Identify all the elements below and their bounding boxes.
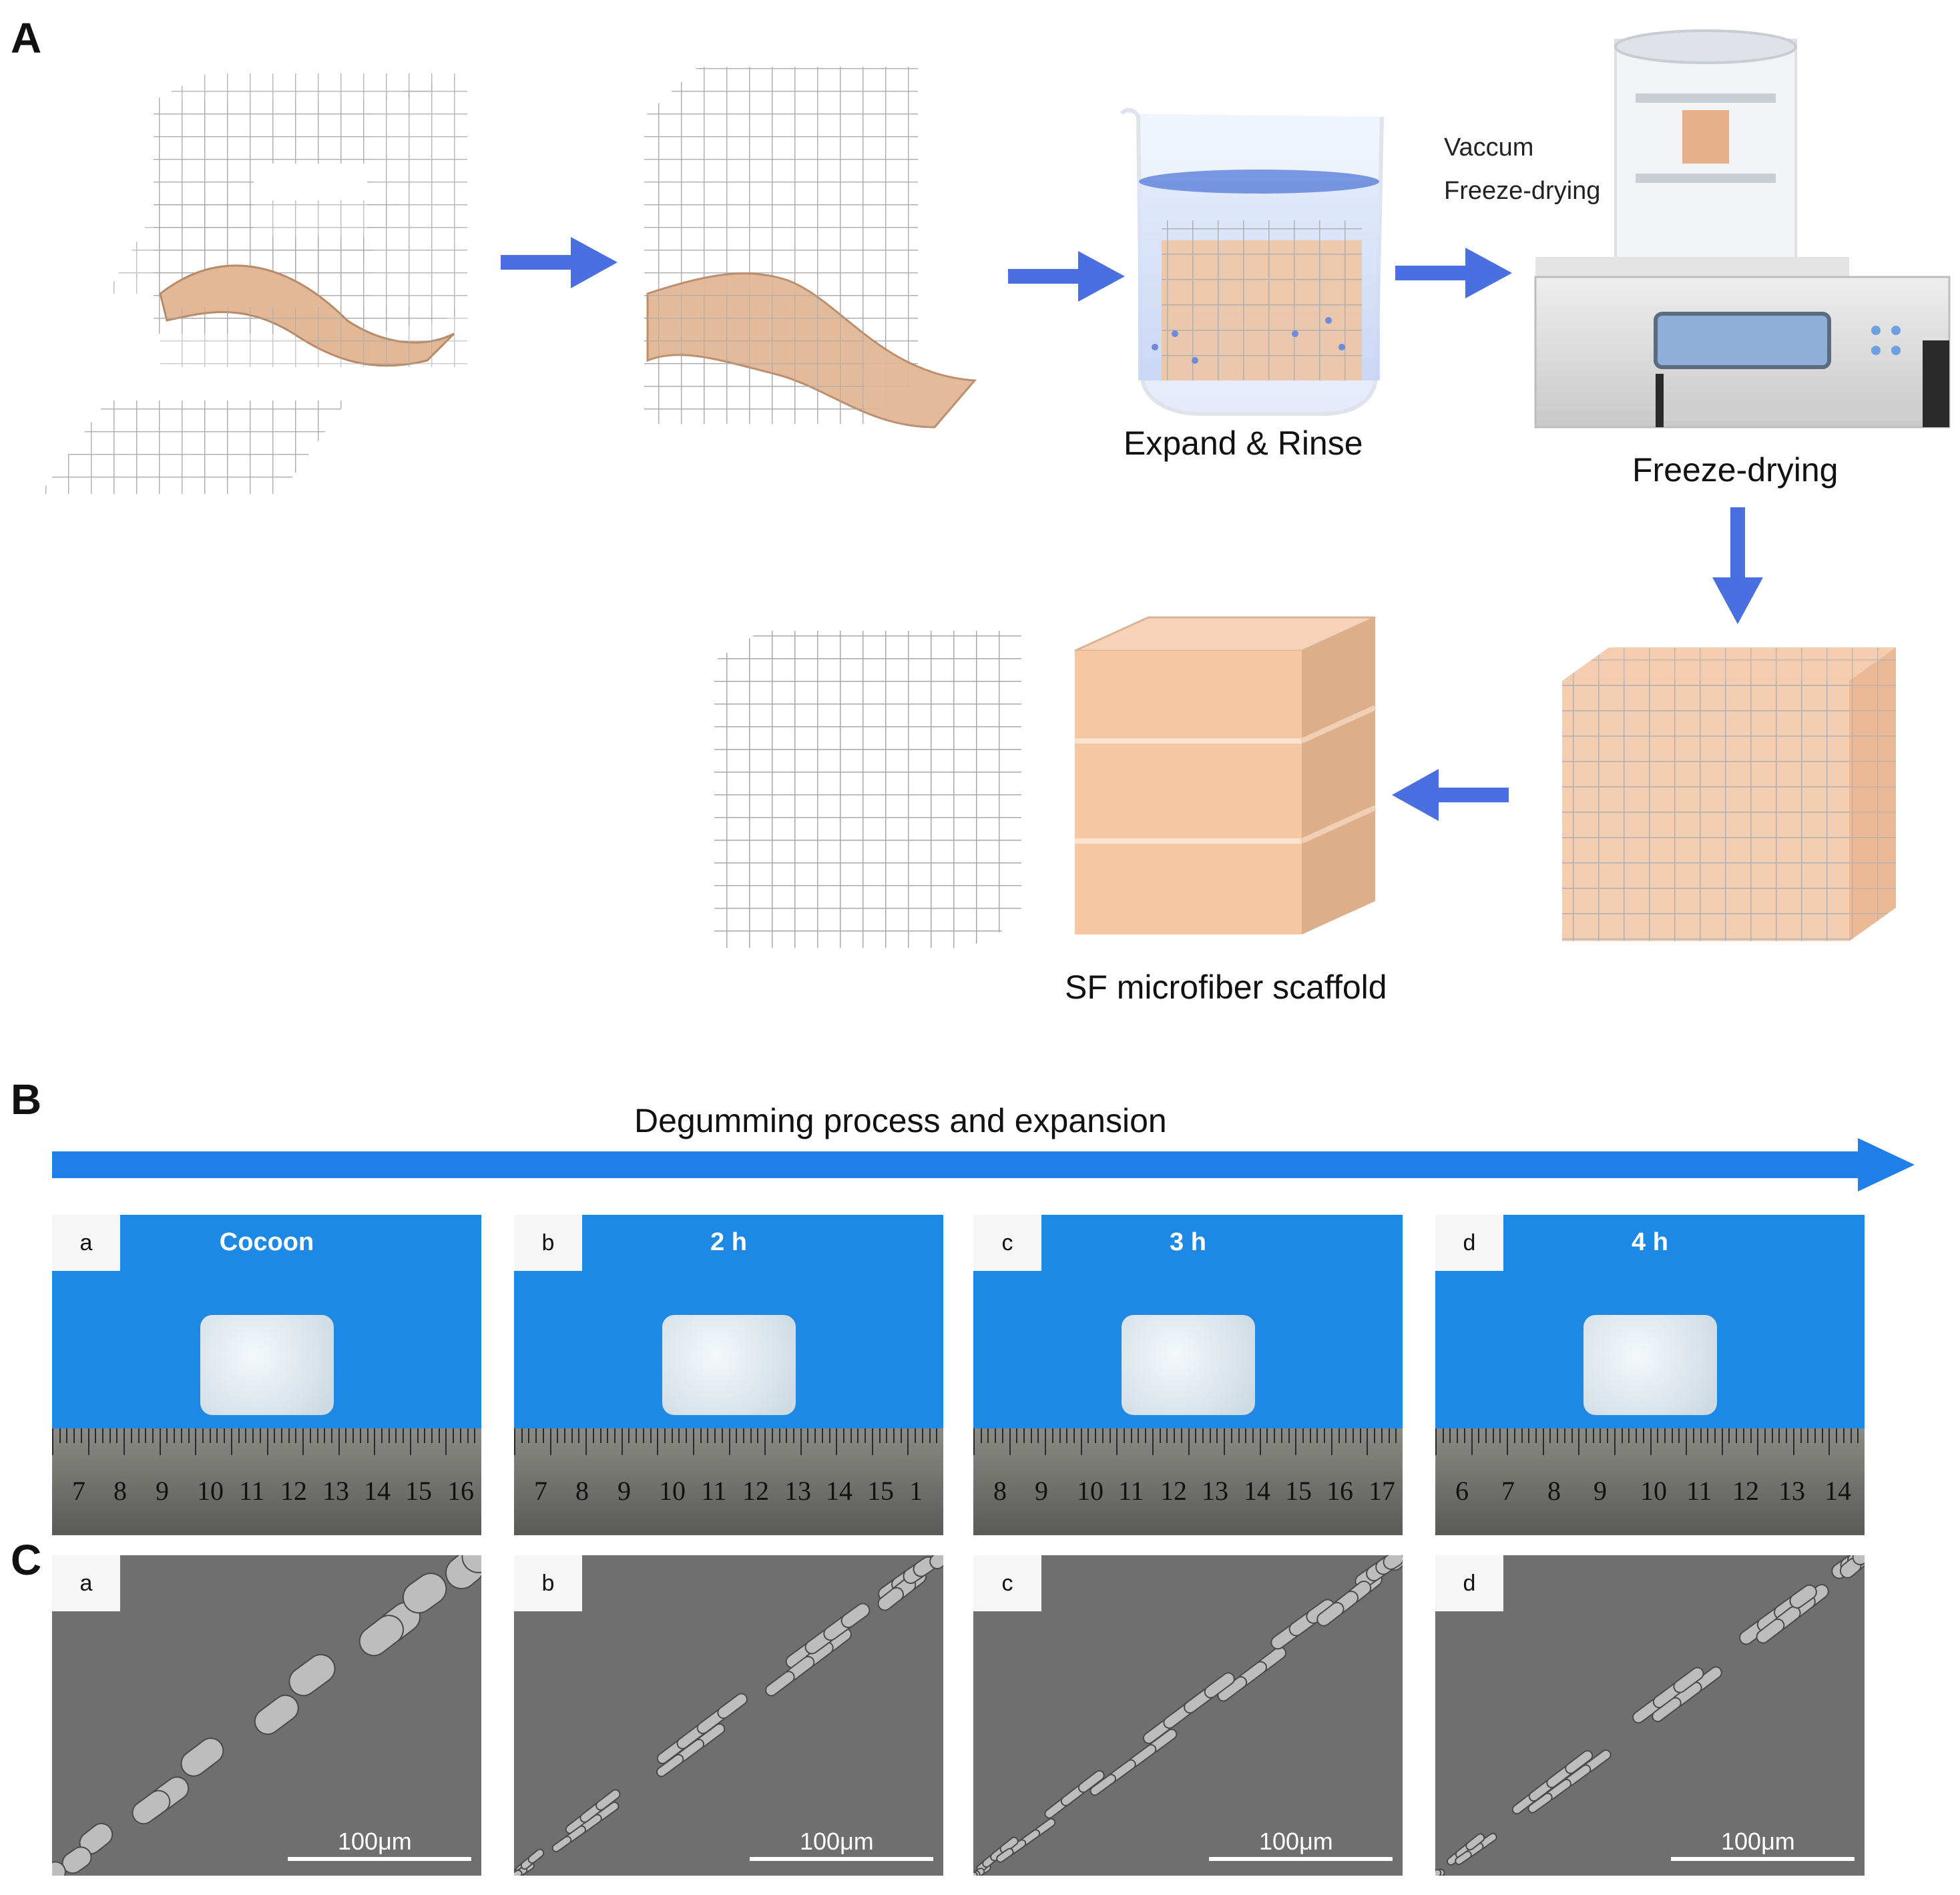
- ruler-number: 13: [784, 1476, 811, 1506]
- ruler-number: 8: [575, 1476, 589, 1506]
- ruler-number: 14: [1244, 1476, 1270, 1506]
- sem-tag: c: [973, 1555, 1041, 1611]
- process-arrow-1: [501, 237, 618, 288]
- freeze-drying-small-label: Freeze-drying: [1444, 177, 1601, 205]
- ruler-number: 16: [1326, 1476, 1353, 1506]
- sem-tag: d: [1435, 1555, 1503, 1611]
- ruler-number: 7: [72, 1476, 85, 1506]
- panel-label-b: B: [11, 1075, 42, 1123]
- ruler-number: 7: [1501, 1476, 1515, 1506]
- open-cage-mold: [40, 73, 467, 494]
- freeze-dryer-illustration: [1534, 29, 1951, 429]
- scale-bar: [1671, 1857, 1855, 1861]
- sample-sponge: [1583, 1315, 1717, 1415]
- fabrication-schematic: [40, 29, 1951, 948]
- scale-bar-label: 100μm: [338, 1828, 412, 1855]
- ruler-number: 6: [1455, 1476, 1469, 1506]
- ruler-number: 12: [280, 1476, 307, 1506]
- degumming-process-arrow: [52, 1138, 1915, 1191]
- ruler-number: 15: [405, 1476, 432, 1506]
- ruler-number: 8: [1547, 1476, 1561, 1506]
- ruler-number: 15: [867, 1476, 894, 1506]
- ruler-number: 14: [826, 1476, 852, 1506]
- ruler-number: 12: [1732, 1476, 1759, 1506]
- vaccum-label: Vaccum: [1444, 133, 1534, 162]
- scale-bar: [288, 1857, 471, 1861]
- photo-title: 4 h: [1632, 1228, 1668, 1256]
- scale-bar: [1209, 1857, 1393, 1861]
- photo-tag: b: [514, 1215, 582, 1271]
- ruler-number: 14: [364, 1476, 391, 1506]
- ruler-number: 7: [534, 1476, 547, 1506]
- ruler-number: 8: [113, 1476, 127, 1506]
- photo-tag: d: [1435, 1215, 1503, 1271]
- ruler-number: 11: [1686, 1476, 1712, 1506]
- ruler-number: 13: [322, 1476, 349, 1506]
- empty-cage: [714, 631, 1021, 948]
- closed-cage-mold: [644, 67, 977, 429]
- ruler-number: 9: [1594, 1476, 1607, 1506]
- process-arrow-down: [1712, 507, 1763, 624]
- process-arrow-2: [1008, 251, 1125, 302]
- process-arrow-3: [1395, 248, 1512, 298]
- ruler-number: 9: [1035, 1476, 1048, 1506]
- expand-rinse-label: Expand & Rinse: [1124, 425, 1363, 462]
- ruler-number: 12: [1160, 1476, 1187, 1506]
- photo-tag: c: [973, 1215, 1041, 1271]
- panel-label-c: C: [11, 1536, 42, 1584]
- ruler-number: 13: [1202, 1476, 1228, 1506]
- sample-sponge: [1121, 1315, 1255, 1415]
- ruler-number: 10: [659, 1476, 686, 1506]
- ruler-number: 9: [156, 1476, 169, 1506]
- freeze-drying-label: Freeze-drying: [1632, 451, 1839, 489]
- photo-tag: a: [52, 1215, 120, 1271]
- sem-tag: a: [52, 1555, 120, 1611]
- photo-d: d 4 h 6 7 8 9 10 11 12 13 14: [1435, 1215, 1865, 1535]
- beaker-illustration: [1120, 107, 1384, 416]
- ruler-number: 11: [239, 1476, 265, 1506]
- ruler-number: 11: [1118, 1476, 1144, 1506]
- ruler-number: 10: [1077, 1476, 1104, 1506]
- ruler-number: 11: [701, 1476, 727, 1506]
- sem-image-b: b 100μm: [514, 1555, 943, 1876]
- ruler-number: 16: [447, 1476, 474, 1506]
- sample-sponge: [200, 1315, 334, 1415]
- photo-title: 3 h: [1170, 1228, 1206, 1256]
- ruler-number: 9: [618, 1476, 631, 1506]
- filled-cage: [1562, 647, 1896, 941]
- ruler-number: 8: [993, 1476, 1007, 1506]
- sem-image-d: d 100μm: [1435, 1555, 1865, 1876]
- panel-label-a: A: [11, 14, 42, 62]
- process-arrow-label: Degumming process and expansion: [634, 1102, 1167, 1139]
- photo-title: 2 h: [710, 1228, 747, 1256]
- scale-bar-label: 100μm: [1259, 1828, 1333, 1855]
- sem-image-a: a 100μm: [52, 1555, 481, 1876]
- ruler-number: 12: [742, 1476, 769, 1506]
- ruler: 6 7 8 9 10 11 12 13 14: [1435, 1428, 1865, 1535]
- scaffold-label: SF microfiber scaffold: [1065, 969, 1387, 1006]
- ruler-number: 17: [1369, 1476, 1395, 1506]
- ruler-number: 14: [1824, 1476, 1851, 1506]
- ruler-number: 1: [909, 1476, 923, 1506]
- scale-bar: [750, 1857, 933, 1861]
- process-arrow-left: [1392, 769, 1509, 821]
- ruler-number: 15: [1285, 1476, 1312, 1506]
- photo-title: Cocoon: [219, 1228, 314, 1256]
- ruler-number: 10: [1640, 1476, 1667, 1506]
- ruler-number: 13: [1778, 1476, 1805, 1506]
- sem-image-c: c 100μm: [973, 1555, 1403, 1876]
- sample-sponge: [662, 1315, 796, 1415]
- scaffold-block: [1074, 616, 1377, 934]
- sem-tag: b: [514, 1555, 582, 1611]
- scale-bar-label: 100μm: [800, 1828, 874, 1855]
- ruler-number: 10: [197, 1476, 224, 1506]
- scale-bar-label: 100μm: [1721, 1828, 1795, 1855]
